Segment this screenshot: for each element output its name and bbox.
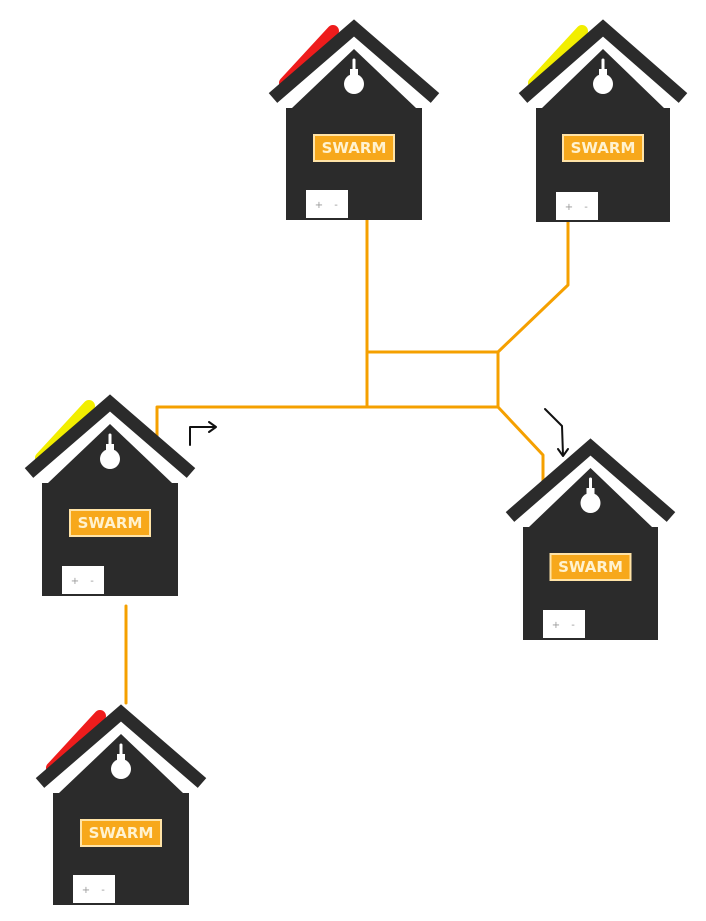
house-top-center: SWARM +- [268, 19, 440, 220]
house-middle-right: SWARM +- [505, 438, 676, 640]
bulb-icon [593, 58, 613, 94]
battery-minus: - [101, 885, 105, 896]
swarm-label-box [562, 134, 644, 162]
wire-main-trunk [155, 405, 369, 444]
bulb-icon [580, 477, 601, 513]
battery-minus: - [571, 620, 575, 631]
battery-minus: - [90, 576, 94, 587]
bulb-icon [344, 58, 364, 94]
battery-plus: + [552, 620, 560, 631]
roof-outer [505, 438, 676, 522]
house-bottom-left: SWARM +- [35, 704, 207, 905]
roof-outer [24, 394, 196, 478]
swarm-label-box [69, 509, 151, 537]
bulb-icon [111, 743, 131, 779]
swarm-label: SWARM [322, 139, 387, 157]
flow-arrow-right-icon [189, 421, 217, 446]
roof-outer [35, 704, 207, 788]
swarm-label: SWARM [78, 514, 143, 532]
battery-plus: + [565, 202, 573, 213]
battery-icon [62, 566, 104, 594]
house-top-right: SWARM +- [518, 19, 688, 222]
battery-minus: - [584, 202, 588, 213]
swarm-label-box [313, 134, 395, 162]
roof-outer [268, 19, 440, 103]
battery-minus: - [334, 200, 338, 211]
battery-icon [306, 190, 348, 218]
battery-icon [543, 610, 585, 638]
swarm-label: SWARM [558, 558, 623, 576]
swarm-label-box [549, 553, 632, 581]
battery-icon [73, 875, 115, 903]
wire-top-right-drop [496, 220, 570, 354]
flow-arrow-down-icon [544, 408, 569, 457]
battery-icon [556, 192, 598, 220]
battery-plus: + [82, 885, 90, 896]
bulb-icon [100, 433, 120, 469]
wire-hub-loop [365, 350, 500, 409]
house-middle-left: SWARM +- [24, 394, 196, 596]
swarm-label-box [80, 819, 162, 847]
wiring-network [124, 216, 570, 705]
battery-plus: + [71, 576, 79, 587]
roof-outer [518, 19, 688, 103]
swarm-label: SWARM [89, 824, 154, 842]
battery-plus: + [315, 200, 323, 211]
swarm-label: SWARM [571, 139, 636, 157]
wire-right-branch [496, 405, 545, 494]
